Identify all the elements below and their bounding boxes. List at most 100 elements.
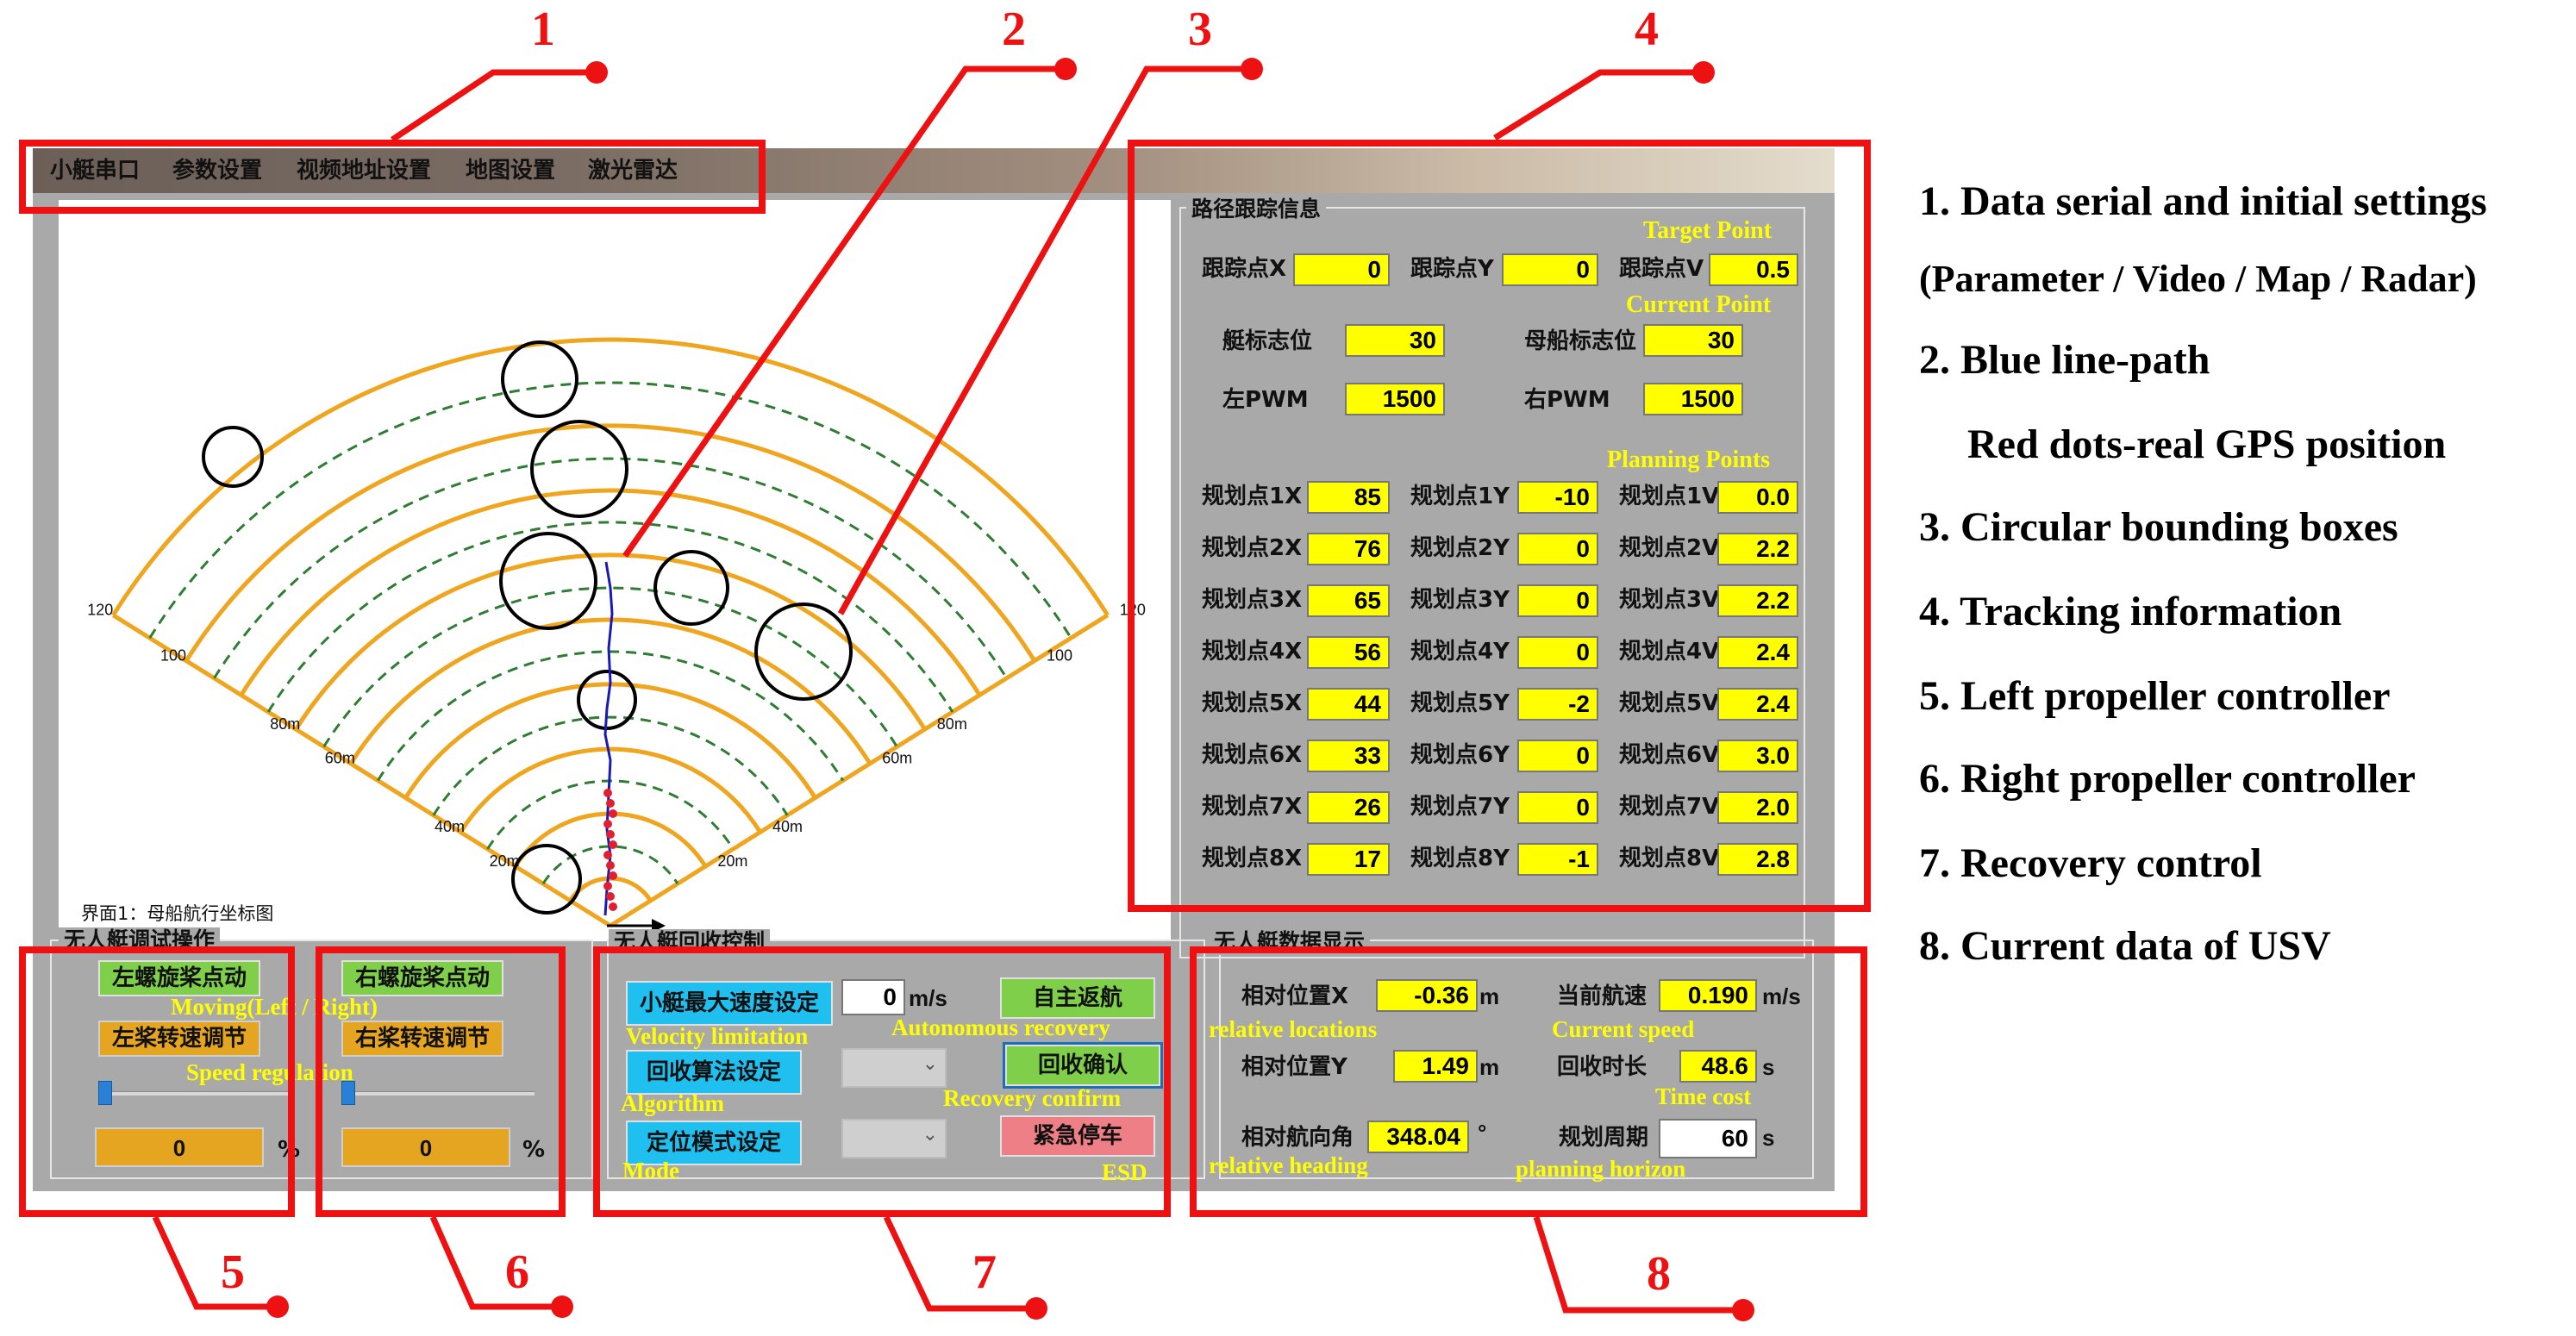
callout-line-7	[883, 1215, 1033, 1312]
recovery-algorithm-button[interactable]: 回收算法设定	[626, 1050, 802, 1095]
recovery-group	[607, 940, 1205, 1179]
recovery-confirm-button[interactable]: 回收确认	[1003, 1042, 1163, 1089]
range-label-left: 120	[87, 601, 113, 618]
max-speed-setting-button[interactable]: 小艇最大速度设定	[626, 981, 833, 1026]
left-speed-adjust-button[interactable]: 左桨转速调节	[98, 1021, 260, 1057]
legend-item-1: 1. Data serial and initial settings	[1919, 178, 2487, 224]
callout-dot-7	[1025, 1297, 1047, 1320]
planning-point-6-x-label: 规划点6X	[1202, 742, 1303, 768]
range-label-left: 60m	[325, 750, 355, 767]
range-label-right: 40m	[772, 818, 803, 835]
planning-point-2-v-value: 2.2	[1717, 533, 1798, 565]
menu-map-settings[interactable]: 地图设置	[466, 158, 556, 184]
legend-item-2-detail: Red dots-real GPS position	[1967, 421, 2447, 467]
right-speed-value: 0	[341, 1127, 510, 1167]
callout-number-8: 8	[1647, 1247, 1671, 1301]
planning-point-3-v-label: 规划点3V	[1619, 587, 1720, 613]
planning-point-8-x-label: 规划点8X	[1202, 846, 1303, 871]
range-ring	[459, 746, 762, 833]
time-cost-label-en: Time cost	[1655, 1083, 1752, 1109]
mode-select[interactable]: ⌄	[841, 1119, 947, 1158]
callout-number-7: 7	[972, 1245, 997, 1299]
max-speed-input[interactable]: 0	[841, 979, 905, 1015]
planning-point-4-v-value: 2.4	[1717, 636, 1798, 669]
relative-y-value: 1.49	[1393, 1050, 1478, 1083]
highlight-box-6	[316, 946, 566, 1217]
planning-period-input[interactable]: 60	[1659, 1119, 1757, 1158]
planning-point-6-y-label: 规划点6Y	[1410, 742, 1510, 768]
planning-point-2-y-label: 规划点2Y	[1410, 535, 1510, 561]
right-speed-slider-thumb[interactable]	[341, 1081, 355, 1105]
planning-point-7-y-value: 0	[1517, 791, 1598, 824]
current-speed-label: 当前航速	[1557, 983, 1648, 1009]
algorithm-select[interactable]: ⌄	[841, 1048, 947, 1088]
relative-locations-label-en: relative locations	[1209, 1016, 1378, 1042]
gps-position-dot	[603, 851, 612, 859]
menu-bar: 小艇串口 参数设置 视频地址设置 地图设置 激光雷达	[33, 148, 1835, 193]
current-speed-label-en: Current speed	[1552, 1016, 1695, 1042]
range-label-left: 80m	[270, 715, 300, 733]
callout-line-8	[1533, 1215, 1740, 1314]
relative-heading-label-en: relative heading	[1209, 1152, 1368, 1178]
callout-line-5	[152, 1215, 276, 1310]
sector-edge	[111, 613, 612, 928]
menu-parameter-settings[interactable]: 参数设置	[172, 158, 263, 184]
left-pwm-label: 左PWM	[1222, 387, 1309, 413]
relative-x-value: -0.36	[1376, 979, 1478, 1012]
callout-number-2: 2	[1002, 3, 1026, 56]
menu-serial-port[interactable]: 小艇串口	[50, 158, 141, 184]
range-ring	[239, 488, 982, 696]
planning-point-4-x-value: 56	[1307, 636, 1390, 669]
gps-position-dot	[606, 830, 615, 839]
planning-point-1-x-label: 规划点1X	[1202, 484, 1303, 509]
recovery-time-unit: s	[1762, 1054, 1775, 1080]
right-speed-slider-track[interactable]	[345, 1091, 535, 1096]
planning-point-7-v-value: 2.0	[1717, 791, 1798, 824]
menu-lidar[interactable]: 激光雷达	[588, 158, 678, 184]
planning-point-6-v-label: 规划点6V	[1619, 742, 1720, 768]
planning-point-5-x-value: 44	[1307, 688, 1390, 721]
relative-x-label: 相对位置X	[1241, 983, 1349, 1009]
legend-item-1-detail: (Parameter / Video / Map / Radar)	[1919, 258, 2477, 300]
range-label-right: 80m	[937, 715, 967, 733]
menu-video-address-settings[interactable]: 视频地址设置	[297, 158, 432, 184]
range-label-right: 60m	[882, 750, 912, 767]
left-speed-slider-thumb[interactable]	[98, 1081, 112, 1105]
target-point-label-en: Target Point	[1643, 217, 1773, 244]
planning-point-5-v-label: 规划点5V	[1619, 690, 1720, 716]
current-point-label-en: Current Point	[1626, 291, 1772, 318]
mothership-flag-value: 30	[1643, 324, 1743, 357]
planning-point-4-v-label: 规划点4V	[1619, 639, 1720, 665]
range-ring	[184, 423, 1037, 662]
range-ring	[111, 337, 1110, 617]
tracking-info-title: 路径跟踪信息	[1186, 197, 1327, 222]
range-label-right: 20m	[717, 852, 747, 870]
obstacle-bounding-circle	[499, 532, 597, 630]
legend-item-6: 6. Right propeller controller	[1919, 756, 2416, 802]
dashed-range-ring	[541, 845, 679, 884]
planning-point-6-x-value: 33	[1307, 740, 1390, 772]
planning-point-7-y-label: 规划点7Y	[1410, 794, 1510, 820]
mode-label-en: Mode	[622, 1158, 679, 1183]
dashed-range-ring	[266, 521, 954, 713]
callout-dot-4	[1692, 61, 1715, 84]
sector-edge	[609, 613, 1110, 928]
callout-line-6	[429, 1215, 559, 1310]
planning-period-label: 规划周期	[1559, 1125, 1649, 1151]
track-y-label: 跟踪点Y	[1410, 256, 1494, 282]
autonomous-return-button[interactable]: 自主返航	[1000, 977, 1155, 1019]
left-speed-slider-track[interactable]	[102, 1091, 291, 1096]
positioning-mode-button[interactable]: 定位模式设定	[626, 1121, 802, 1165]
dashed-range-ring	[432, 715, 789, 816]
callout-line-3	[837, 66, 1248, 615]
current-speed-unit: m/s	[1762, 983, 1801, 1009]
right-speed-adjust-button[interactable]: 右桨转速调节	[341, 1021, 503, 1057]
callout-line-1	[391, 69, 595, 142]
range-label-left: 40m	[435, 818, 465, 835]
left-propeller-jog-button[interactable]: 左螺旋桨点动	[98, 960, 260, 996]
right-propeller-jog-button[interactable]: 右螺旋桨点动	[341, 960, 503, 996]
emergency-stop-button[interactable]: 紧急停车	[1000, 1115, 1155, 1157]
callout-dot-8	[1732, 1299, 1754, 1321]
